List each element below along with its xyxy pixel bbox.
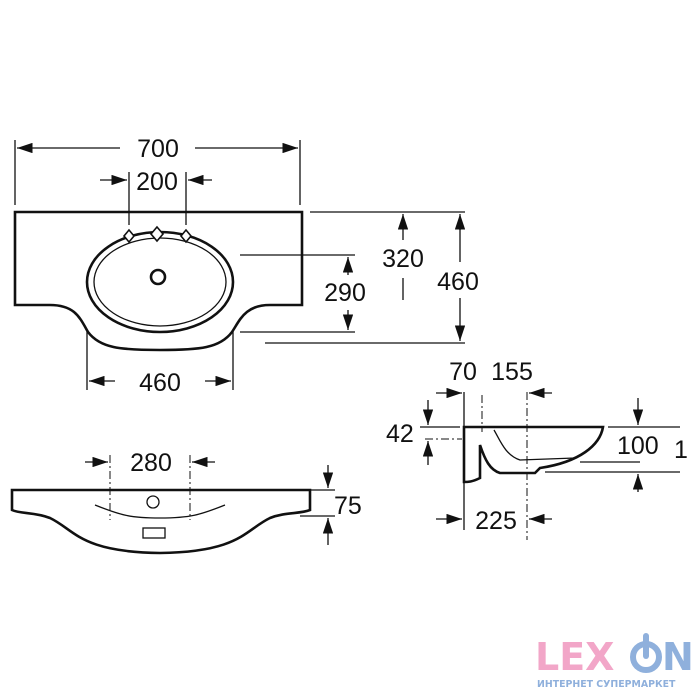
dim-hole-spacing: 280 <box>130 449 172 477</box>
logo-brand-lex: LEX <box>535 635 614 679</box>
dim-bowl-height: 100 <box>617 432 659 460</box>
dim-drain-distance: 225 <box>475 507 517 535</box>
drain-icon <box>149 268 167 286</box>
logo-tagline: ИНТЕРНЕТ СУПЕРМАРКЕТ <box>537 679 676 690</box>
svg-text:N: N <box>662 635 694 679</box>
front-view: 280 75 <box>10 449 362 555</box>
basin-outline-side <box>462 425 605 484</box>
dim-depth-to-bowl-front: 320 <box>382 245 424 273</box>
lexon-logo: LEX N ИНТЕРНЕТ СУПЕРМАРКЕТ <box>535 633 694 690</box>
basin-outline-front <box>10 488 312 555</box>
top-view: 700 200 320 460 290 460 <box>13 135 479 397</box>
dim-bowl-depth: 290 <box>324 279 366 307</box>
side-view: 70 155 42 100 1 225 <box>386 358 688 540</box>
dim-bowl-width: 460 <box>139 369 181 397</box>
dim-overall-width: 700 <box>137 135 179 163</box>
dim-offset-b: 155 <box>491 358 533 386</box>
dim-overall-depth: 460 <box>437 268 479 296</box>
dim-front-height: 75 <box>334 492 362 520</box>
dim-bowl-height-suffix: 1 <box>674 436 688 464</box>
dim-tap-hole-spacing: 200 <box>136 168 178 196</box>
dim-offset-a: 70 <box>449 358 477 386</box>
tap-holes <box>122 225 193 244</box>
dim-overflow-height: 42 <box>386 420 414 448</box>
